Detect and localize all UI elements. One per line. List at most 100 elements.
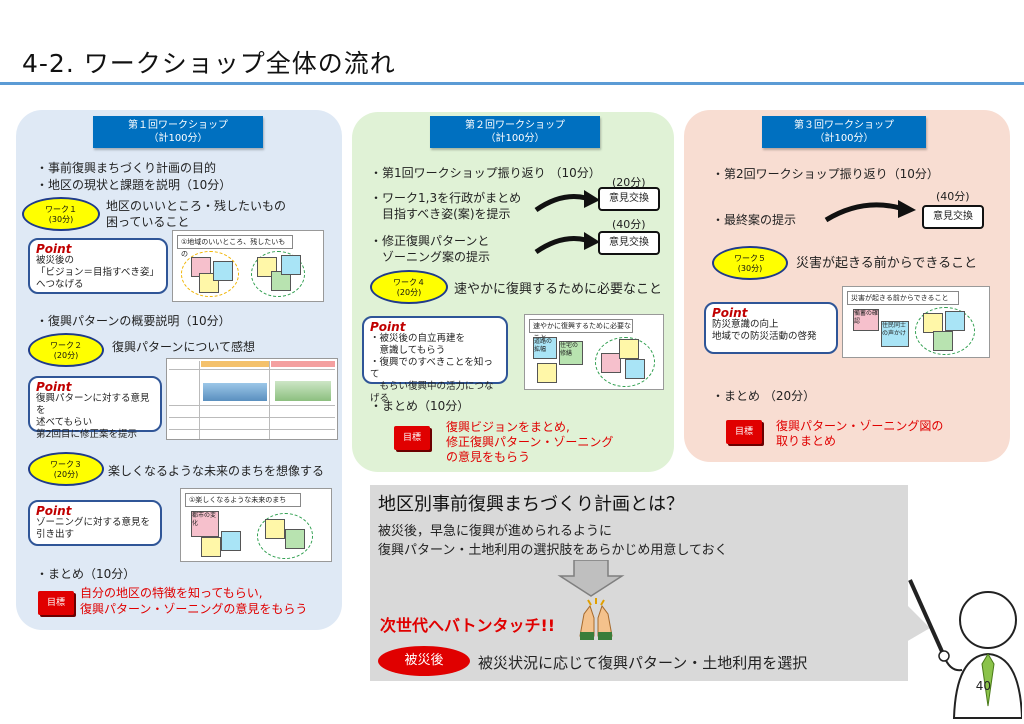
arrow-right-icon — [534, 190, 600, 213]
ribbon-title: 第２回ワークショップ — [465, 120, 565, 131]
yellow-dashed-ring — [181, 251, 239, 297]
green-dashed-ring — [251, 251, 305, 297]
ws3-item-review: ・第2回ワークショップ振り返り（10分） — [712, 167, 939, 181]
ws2-item2-line2: 目指すべき姿(案)を提示 — [370, 207, 511, 221]
work-time: (20分) — [396, 288, 422, 297]
work3-oval: ワーク３ (20分) — [28, 452, 104, 486]
sticky-note-pink: 備蓄の確認 — [853, 309, 879, 331]
work4-text: 速やかに復興するために必要なこと — [454, 282, 663, 297]
ribbon-total: （計100分） — [148, 133, 208, 144]
point-box-3: Point ゾーニングに対する意見を 引き出す — [28, 500, 162, 546]
ws1-item-purpose: ・事前復興まちづくり計画の目的 — [36, 161, 217, 175]
work-time: (30分) — [48, 215, 74, 224]
point-title: Point — [370, 320, 406, 334]
arrow-right-icon — [824, 200, 916, 223]
work2-oval: ワーク２ (20分) — [28, 333, 104, 367]
work-label: ワーク２ — [50, 341, 82, 350]
illustration-right — [275, 381, 331, 401]
thumbnail-title: ①地域のいいところ、残したいもの — [177, 235, 293, 258]
goal-badge-1: 目標 — [38, 591, 74, 615]
baton-text: 次世代へバトンタッチ!! — [380, 616, 556, 635]
worksheet-thumbnail-4: 速やかに復興するために必要なこと 道路の拡幅 住宅の修繕 — [524, 314, 664, 390]
work5-text: 災害が起きる前からできること — [796, 256, 978, 271]
worksheet-thumbnail-1: ①地域のいいところ、残したいもの — [172, 230, 324, 302]
point-line: ・被災後の自立再建を — [370, 333, 466, 344]
work4-oval: ワーク４ (20分) — [370, 270, 448, 304]
workshop1-ribbon: 第１回ワークショップ （計100分） — [83, 116, 273, 148]
ws2-item3-line2: ゾーニング案の提示 — [370, 250, 491, 264]
work-time: (20分) — [53, 351, 79, 360]
workshop3-ribbon: 第３回ワークショップ （計100分） — [752, 116, 936, 148]
goal-text3-line2: 取りまとめ — [776, 434, 837, 448]
point-line: もらい復興中の活力につなげる — [370, 381, 494, 404]
teacher-illustration — [908, 579, 1022, 719]
ribbon-title: 第３回ワークショップ — [794, 120, 894, 131]
table-rule — [269, 361, 270, 439]
table-header-cell — [271, 361, 335, 367]
point-title: Point — [36, 504, 72, 518]
page-title: 4-2. ワークショップ全体の流れ — [22, 49, 396, 78]
point-line: 引き出す — [36, 529, 75, 540]
point-box-5: Point 防災意識の向上 地域での防災活動の啓発 — [704, 302, 838, 354]
ribbon-title: 第１回ワークショップ — [128, 120, 228, 131]
ws2-summary: ・まとめ（10分） — [370, 399, 470, 413]
point-line: 述べてもらい — [36, 417, 93, 428]
ribbon-total: （計100分） — [485, 133, 545, 144]
title-rule — [0, 82, 1024, 85]
table-header-cell — [201, 361, 269, 367]
definition-line2: 復興パターン・土地利用の選択肢をあらかじめ用意しておく — [378, 543, 728, 558]
point-line: へつなげる — [36, 279, 84, 290]
ws2-time-a: (20分) — [612, 176, 646, 189]
ws3-time-a: (40分) — [936, 190, 970, 203]
point-line: ・復興でのすべきことを知って — [370, 357, 493, 380]
hands-icon — [579, 598, 613, 640]
illustration-left — [203, 383, 267, 401]
point-line: 被災後の — [36, 255, 75, 266]
workshop2-ribbon: 第２回ワークショップ （計100分） — [420, 116, 610, 148]
point-line: 復興パターンに対する意見を — [36, 393, 150, 416]
work3-text: 楽しくなるような未来のまちを想像する — [108, 464, 325, 478]
goal-text2-line2: 修正復興パターン・ゾーニング — [446, 435, 614, 449]
point-title: Point — [36, 380, 72, 394]
exchange-box-c: 意見交換 — [922, 205, 984, 229]
definition-box — [370, 485, 908, 681]
down-arrow-icon — [557, 560, 625, 597]
sticky-note-green: 住宅の修繕 — [559, 341, 583, 365]
sticky-note-pink: 都市の変化 — [191, 511, 219, 537]
goal-text1-line1: 自分の地区の特徴を知ってもらい, — [80, 586, 263, 600]
point-box-1: Point 被災後の 「ビジョン＝目指すべき姿」 へつなげる — [28, 238, 168, 294]
green-dashed-ring — [257, 513, 313, 559]
after-disaster-text: 被災状況に応じて復興パターン・土地利用を選択 — [478, 654, 808, 672]
ws2-item3-line1: ・修正復興パターンと — [370, 234, 490, 248]
table-rule — [169, 417, 335, 418]
speech-bubble-tail — [906, 604, 930, 642]
sticky-note-yellow — [923, 313, 943, 333]
work1-oval: ワーク１ (30分) — [22, 197, 100, 231]
exchange-box-a: 意見交換 — [598, 187, 660, 211]
sticky-note-blue — [625, 359, 645, 379]
sticky-note-blue: 住民同士の声かけ — [881, 321, 909, 347]
goal-badge-3: 目標 — [726, 420, 762, 444]
work-label: ワーク３ — [50, 460, 82, 469]
point-line: 意識してもらう — [370, 345, 446, 356]
goal-badge-2: 目標 — [394, 426, 430, 450]
ws2-time-b: (40分) — [612, 218, 646, 231]
ws1-summary: ・まとめ（10分） — [36, 567, 136, 581]
green-dashed-ring — [595, 337, 655, 387]
point-title: Point — [712, 306, 748, 320]
green-dashed-ring — [915, 307, 975, 355]
sticky-note-blue — [281, 255, 301, 275]
table-rule — [169, 429, 335, 430]
page-number: 40 — [975, 679, 991, 693]
worksheet-thumbnail-5: 災害が起きる前からできること 備蓄の確認 住民同士の声かけ — [842, 286, 990, 358]
sticky-note-yellow — [265, 519, 285, 539]
point-line: 「ビジョン＝目指すべき姿」 — [36, 267, 159, 278]
ws3-summary: ・まとめ （20分） — [712, 389, 816, 403]
point-title: Point — [36, 242, 72, 256]
point-line: 防災意識の向上 — [712, 319, 779, 330]
goal-text2-line1: 復興ビジョンをまとめ, — [446, 420, 570, 434]
sticky-note-blue: 道路の拡幅 — [533, 337, 557, 359]
work-time: (20分) — [53, 470, 79, 479]
sticky-note-blue — [221, 531, 241, 551]
sticky-note-yellow — [201, 537, 221, 557]
